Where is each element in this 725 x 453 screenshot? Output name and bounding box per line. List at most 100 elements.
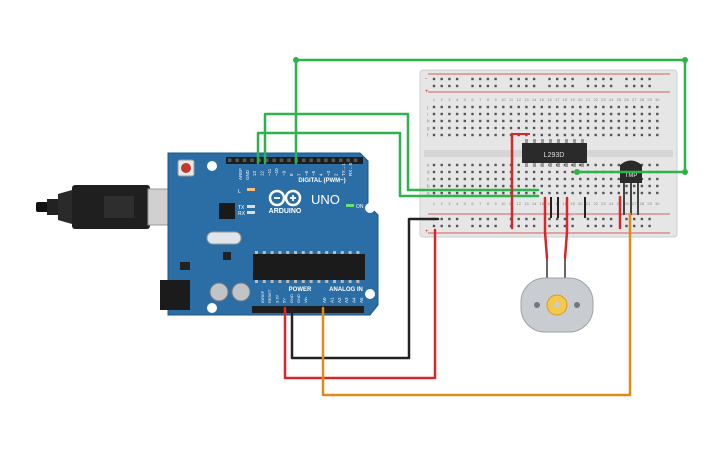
column-number: 12 [516,201,521,206]
on-led-label: ON [356,204,364,210]
column-number: 19 [570,97,575,102]
column-number: 23 [601,97,606,102]
chip-label: L293D [544,152,565,159]
gnd-label: GND [245,169,250,180]
wire-orange-a0[interactable] [321,212,632,397]
dc-motor[interactable] [520,258,594,333]
column-number: 2 [441,201,444,206]
analog-pin-label: A1 [329,297,334,303]
column-number: 6 [471,201,474,206]
column-number: 14 [532,97,537,102]
column-number: 28 [640,201,645,206]
column-number: 5 [464,201,467,206]
column-number: 30 [655,97,660,102]
power-header-label: POWER [289,287,312,293]
digital-pin-label: ~5 [311,170,316,176]
row-letter: d [427,170,430,175]
column-number: 5 [464,97,467,102]
column-number: 22 [593,201,598,206]
digital-pin-label: 4 [319,173,324,176]
power-pin-label: GND [296,294,301,303]
row-letter: c [427,177,430,182]
wire-green-3[interactable] [263,112,540,192]
row-letter: i [427,112,428,117]
column-number: 1 [433,201,436,206]
analog-pin-label: A2 [337,297,342,303]
digital-pin-label: ~10 [274,168,279,176]
power-pin-label: GND [289,294,294,303]
power-jack[interactable] [160,280,190,310]
column-number: 11 [509,97,514,102]
column-number: 3 [448,201,451,206]
capacitor-1 [209,282,229,302]
arduino-logo-icon [268,189,302,207]
column-number: 26 [624,201,629,206]
wire-green-2[interactable] [256,131,540,198]
column-number: 10 [501,97,506,102]
column-number: 2 [441,97,444,102]
power-analog-header [252,306,364,313]
column-number: 27 [632,97,637,102]
column-number: 22 [593,97,598,102]
breadboard-holes: 1122334455667788991010111112121313141415… [426,77,660,228]
column-number: 3 [448,97,451,102]
digital-pin-label: ~9 [282,170,287,176]
digital-header-label: DIGITAL (PWM~) [298,178,345,184]
column-number: 28 [640,97,645,102]
column-number: 13 [524,201,529,206]
column-number: 9 [494,97,497,102]
power-pin-label: RESET [267,289,272,303]
reset-button-cap [181,163,191,173]
rail-plus-label-bottom: + [425,229,429,235]
digital-pin-label: 12 [259,170,264,176]
analog-pin-label: A5 [359,297,364,303]
l-led [247,188,255,191]
column-number: 30 [655,201,660,206]
column-number: 29 [647,97,652,102]
small-chip [223,252,231,260]
row-letter: b [427,184,430,189]
column-number: 1 [433,97,436,102]
wire-red-motor-2[interactable] [563,196,569,260]
microcontroller-chip [253,254,365,280]
column-number: 18 [563,201,568,206]
digital-pin-label: 2 [333,173,338,176]
column-number: 10 [501,201,506,206]
tmp-sensor[interactable]: TMP [620,160,642,216]
rx-led-label: RX [238,211,246,217]
regulator [180,262,190,270]
wire-black-gnd[interactable] [290,217,440,360]
wires[interactable] [256,57,688,397]
row-letter: g [427,126,430,131]
column-number: 16 [547,201,552,206]
column-number: 14 [532,201,537,206]
column-number: 24 [609,97,614,102]
column-number: 19 [570,201,575,206]
column-number: 21 [586,201,591,206]
column-number: 12 [516,97,521,102]
digital-header [226,157,363,164]
wire-red-5v[interactable] [283,228,437,380]
l-led-label: L [238,189,241,195]
column-number: 6 [471,97,474,102]
analog-pin-label: A4 [352,297,357,303]
column-number: 20 [578,201,583,206]
column-number: 15 [540,97,545,102]
digital-pin-label: ~6 [304,170,309,176]
column-number: 24 [609,201,614,206]
column-number: 13 [524,97,529,102]
column-number: 18 [563,97,568,102]
analog-pin-label: A0 [322,297,327,303]
l293d-chip[interactable]: L293D [522,139,587,167]
usb-cable[interactable] [36,185,173,229]
rx-led [247,211,255,214]
row-letter: h [427,119,430,124]
digital-pin-label: ~11 [267,168,272,176]
wire-red-motor-1[interactable] [543,196,549,260]
column-number: 27 [632,201,637,206]
analog-pin-label: A3 [344,297,349,303]
column-number: 21 [586,97,591,102]
digital-pin-label: 13 [252,170,257,176]
